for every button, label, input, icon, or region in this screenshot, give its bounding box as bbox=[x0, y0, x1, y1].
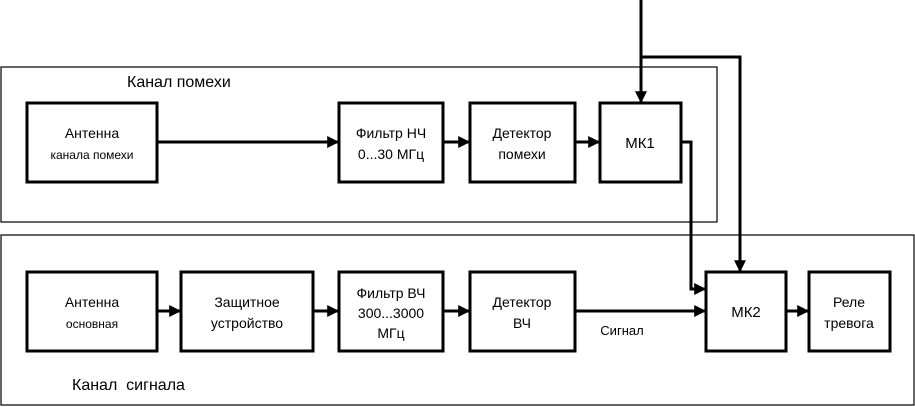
block-interference-detector: Детектор помехи bbox=[468, 101, 577, 184]
block-label-line: 0...30 МГц bbox=[358, 146, 424, 162]
signal-channel-label: Канал сигнала bbox=[72, 377, 185, 394]
signal-channel-frame bbox=[0, 234, 915, 406]
block-label-line: Детектор bbox=[493, 294, 552, 310]
block-label-line: ВЧ bbox=[513, 315, 531, 331]
interference-channel-frame bbox=[0, 66, 718, 223]
block-label-line: 300...3000 bbox=[358, 305, 424, 321]
block-label-line: помехи bbox=[498, 146, 545, 162]
signal-connection-label: Сигнал bbox=[600, 323, 643, 338]
block-hf-detector: Детектор ВЧ bbox=[468, 270, 577, 353]
block-label-line: Детектор bbox=[493, 125, 552, 141]
interference-channel-label: Канал помехи bbox=[127, 74, 231, 91]
block-label-line: МГц bbox=[377, 325, 404, 341]
block-label-line: Антенна bbox=[65, 125, 120, 141]
block-label-line: Реле bbox=[833, 294, 865, 310]
block-label-line: устройство bbox=[211, 315, 283, 331]
block-antenna-interference: Антенна канала помехи bbox=[25, 101, 159, 184]
block-label-line: основная bbox=[66, 317, 118, 331]
block-label-line: Фильтр НЧ bbox=[356, 125, 426, 141]
block-label-line: тревога bbox=[824, 315, 874, 331]
block-label-line: Защитное bbox=[214, 294, 280, 310]
arrow-mk1-to-mk2 bbox=[681, 140, 707, 295]
block-label-line: Антенна bbox=[65, 294, 120, 310]
block-label-line: МК1 bbox=[625, 135, 655, 152]
block-mk1: МК1 bbox=[598, 101, 683, 184]
block-hf-filter: Фильтр ВЧ 300...3000 МГц bbox=[337, 270, 445, 353]
arrow-external-input-to-mk2 bbox=[641, 55, 746, 273]
block-main-antenna: Антенна основная bbox=[25, 270, 159, 353]
block-alarm-relay: Реле тревога bbox=[807, 270, 892, 353]
connections bbox=[157, 0, 810, 317]
block-label-line: МК2 bbox=[731, 304, 761, 321]
block-protection-device: Защитное устройство bbox=[179, 270, 315, 353]
block-lf-filter: Фильтр НЧ 0...30 МГц bbox=[337, 101, 445, 184]
block-mk2: МК2 bbox=[704, 270, 788, 353]
block-label-line: канала помехи bbox=[50, 148, 133, 162]
block-label-line: Фильтр ВЧ bbox=[357, 285, 426, 301]
